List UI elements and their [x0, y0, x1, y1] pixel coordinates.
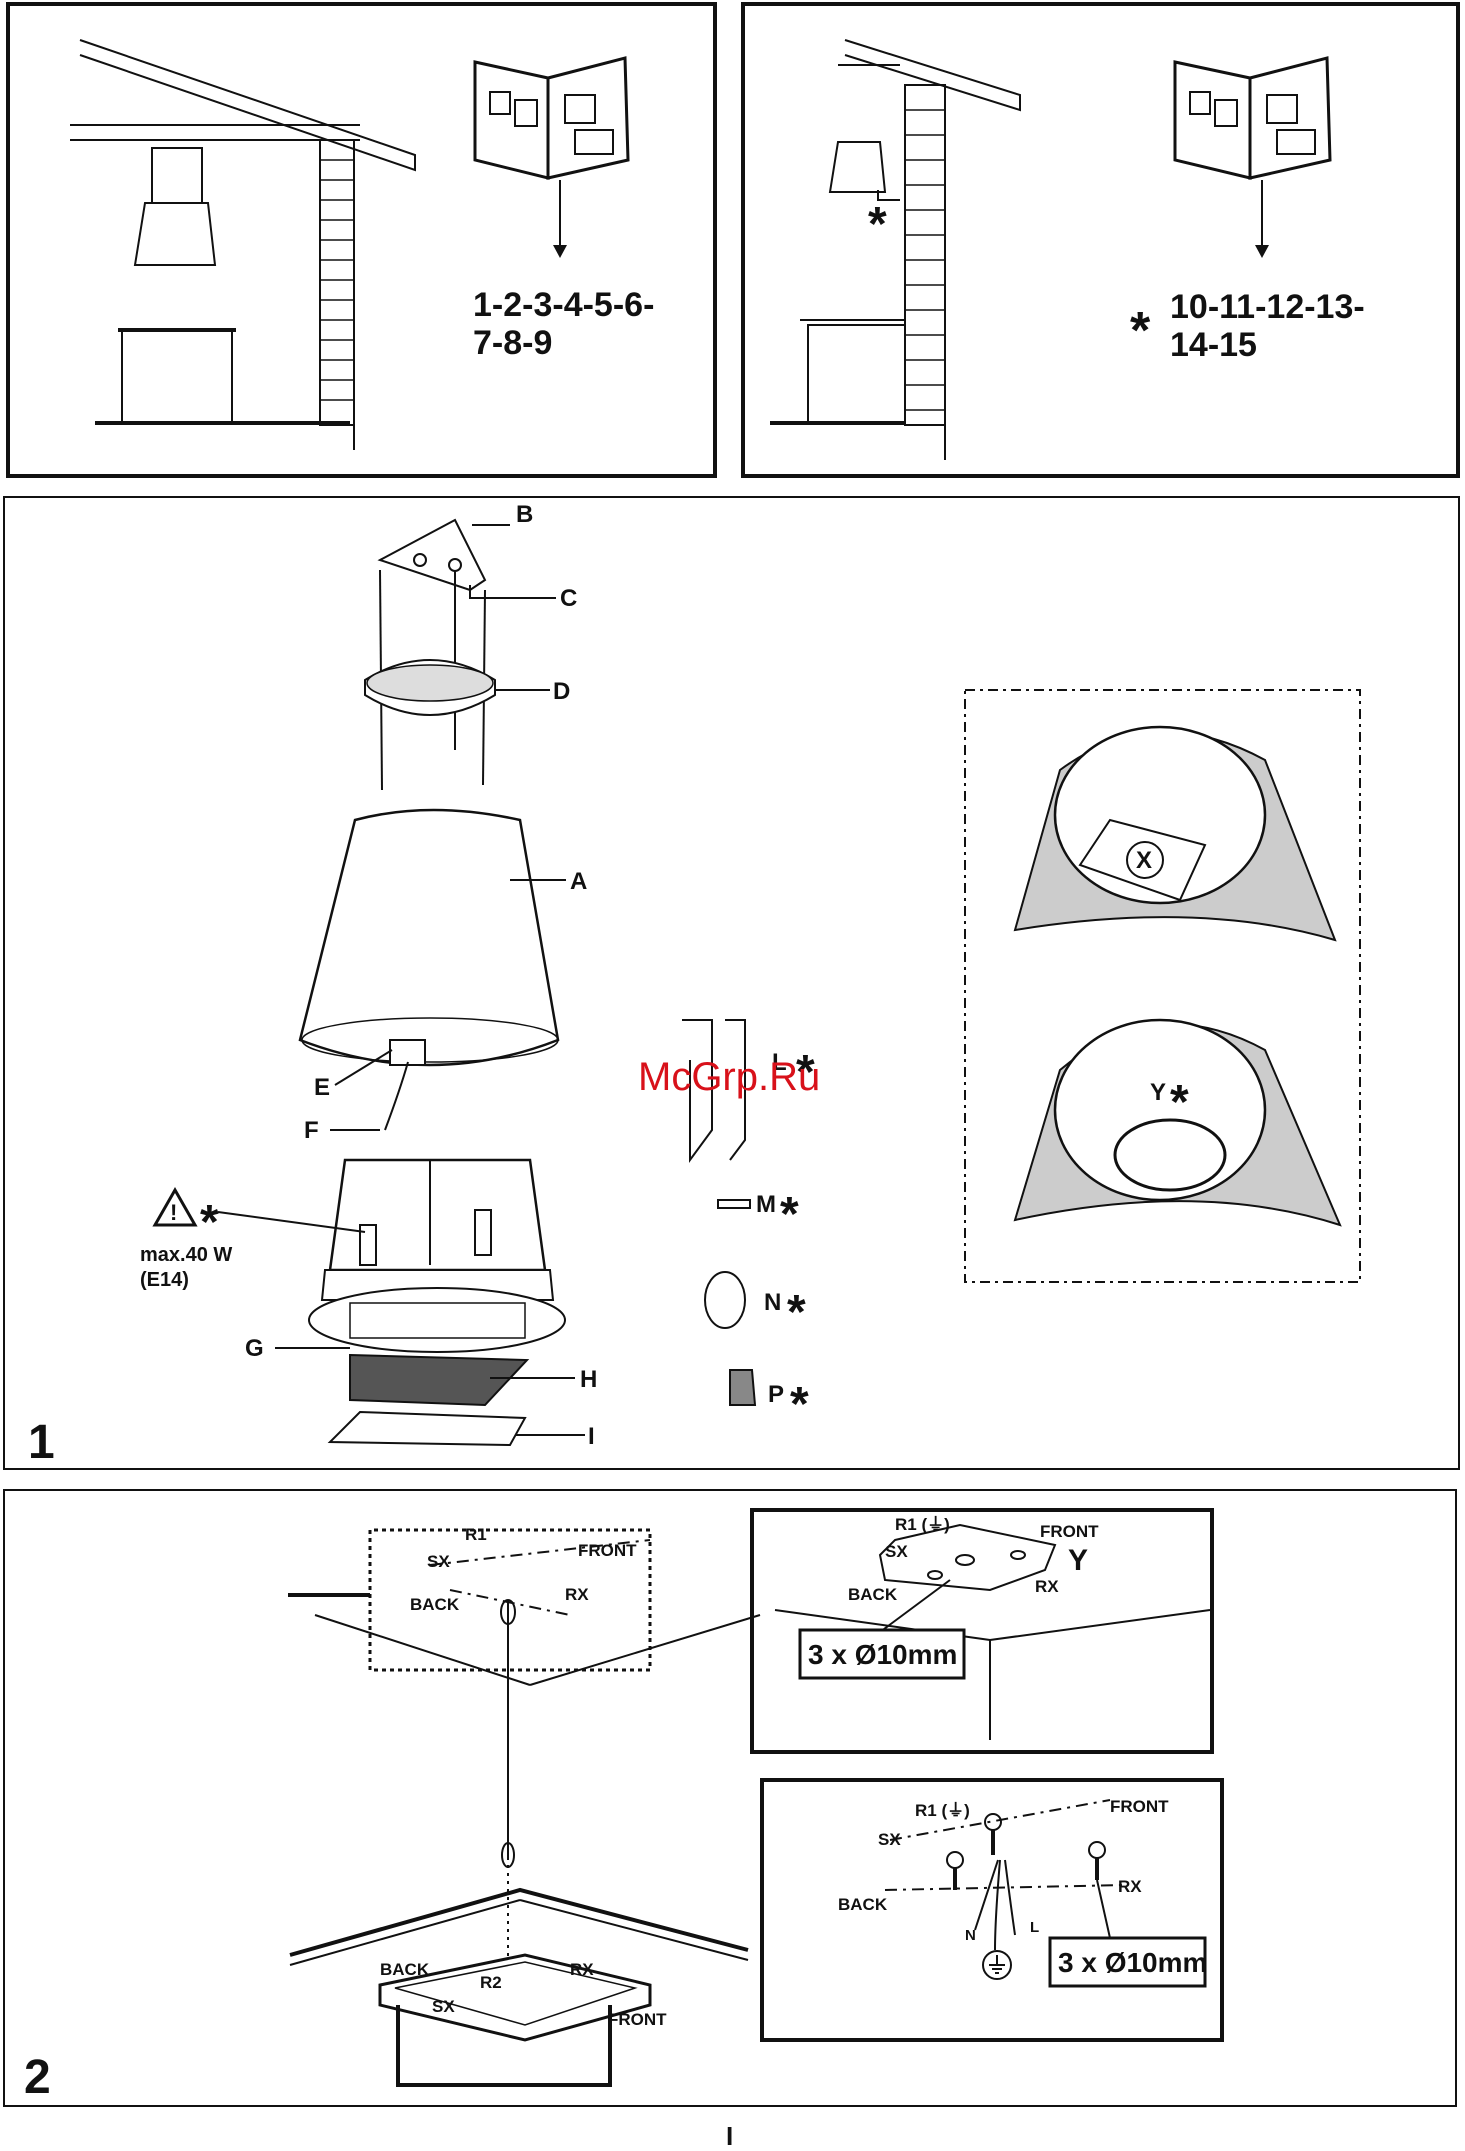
accessory-P-clip	[730, 1370, 755, 1405]
label-G: G	[245, 1335, 264, 1362]
label-P: P	[768, 1381, 784, 1408]
inset-filter-X: X	[1015, 727, 1335, 940]
label-I: I	[588, 1423, 595, 1450]
label-H: H	[580, 1366, 597, 1393]
star-mark-Y: *	[1170, 1076, 1189, 1129]
label-D: D	[553, 678, 570, 705]
accessory-N-plug	[705, 1272, 745, 1328]
panel-ceiling-install: 1-2-3-4-5-6- 7-8-9	[8, 4, 715, 476]
label-back-4: BACK	[838, 1895, 888, 1914]
inset-wiring	[762, 1780, 1222, 2040]
label-front-3: FRONT	[1040, 1522, 1099, 1541]
steps-text: 1-2-3-4-5-6-	[473, 286, 654, 324]
star-mark: *	[868, 198, 887, 251]
label-X: X	[1136, 847, 1152, 874]
brick-pattern	[320, 160, 354, 400]
label-F: F	[304, 1117, 319, 1144]
label-R1: R1	[465, 1525, 487, 1544]
motor-unit	[309, 1160, 565, 1352]
label-SX-3: SX	[885, 1542, 908, 1561]
label-SX-4: SX	[878, 1830, 901, 1849]
label-RX: RX	[565, 1585, 589, 1604]
label-RX-4: RX	[1118, 1877, 1142, 1896]
holes-text: 3 x Ø10mm	[808, 1639, 957, 1670]
manual-book-icon	[475, 58, 628, 258]
figure-number-2: 2	[24, 2051, 51, 2104]
label-E: E	[314, 1074, 330, 1101]
figure-1-exploded-view: 1 B C D A E	[4, 497, 1459, 1469]
label-R2: R2	[480, 1973, 502, 1992]
label-front-2: FRONT	[608, 2010, 667, 2029]
label-R1-ground-2: R1 (⏚)	[915, 1801, 970, 1820]
steps-text-2-line2: 14-15	[1170, 326, 1257, 364]
star-mark-P: *	[790, 1378, 809, 1431]
label-back-2: BACK	[380, 1960, 430, 1979]
ceiling-bracket	[380, 520, 556, 598]
wall-hood-icon: *	[830, 142, 900, 251]
label-SX: SX	[427, 1552, 450, 1571]
manual-book-icon-2	[1175, 58, 1330, 258]
label-Y: Y	[1150, 1079, 1166, 1106]
star-mark-N: *	[787, 1286, 806, 1339]
steps-text-2: 10-11-12-13-	[1170, 288, 1365, 326]
figure-number-1: 1	[28, 1416, 55, 1469]
label-N: N	[965, 1927, 976, 1944]
steps-text-line2: 7-8-9	[473, 324, 552, 362]
ceiling-disc	[365, 660, 550, 715]
page-number: I	[726, 2121, 733, 2151]
label-back-3: BACK	[848, 1585, 898, 1604]
inset-flange-Y: Y *	[1015, 1020, 1340, 1225]
figure-2-ceiling-marking: 2 R1 FRONT SX RX BACK BACK RX R2 SX FRON	[4, 1490, 1456, 2106]
label-RX-2: RX	[570, 1960, 594, 1979]
lamp-socket: (E14)	[140, 1269, 189, 1291]
star-mark-M: *	[780, 1188, 799, 1241]
hood-cone	[300, 810, 566, 1065]
label-SX-2: SX	[432, 1997, 455, 2016]
label-RX-3: RX	[1035, 1577, 1059, 1596]
grease-filter	[330, 1412, 525, 1445]
label-L: L	[1030, 1919, 1039, 1936]
label-C: C	[560, 585, 577, 612]
carbon-filter	[350, 1355, 527, 1405]
lamp-max-power: max.40 W	[140, 1244, 232, 1266]
label-N: N	[764, 1289, 781, 1316]
star-mark-lamp: *	[200, 1196, 219, 1249]
label-B: B	[516, 501, 533, 528]
island-hood-icon	[135, 148, 215, 265]
panel-wall-install: * * 10-11-12-13- 14-15	[743, 4, 1458, 476]
label-back: BACK	[410, 1595, 460, 1614]
label-front: FRONT	[578, 1541, 637, 1560]
label-Y: Y	[1068, 1544, 1088, 1577]
label-A: A	[570, 868, 587, 895]
label-M: M	[756, 1191, 776, 1218]
star-mark-2: *	[1130, 302, 1151, 360]
holes-text-2: 3 x Ø10mm	[1058, 1947, 1207, 1978]
label-R1-ground: R1 (⏚)	[895, 1515, 950, 1534]
label-front-4: FRONT	[1110, 1797, 1169, 1816]
accessory-M-screw	[718, 1200, 750, 1208]
warning-mark: !	[170, 1200, 177, 1225]
watermark: McGrp.Ru	[638, 1055, 820, 1099]
